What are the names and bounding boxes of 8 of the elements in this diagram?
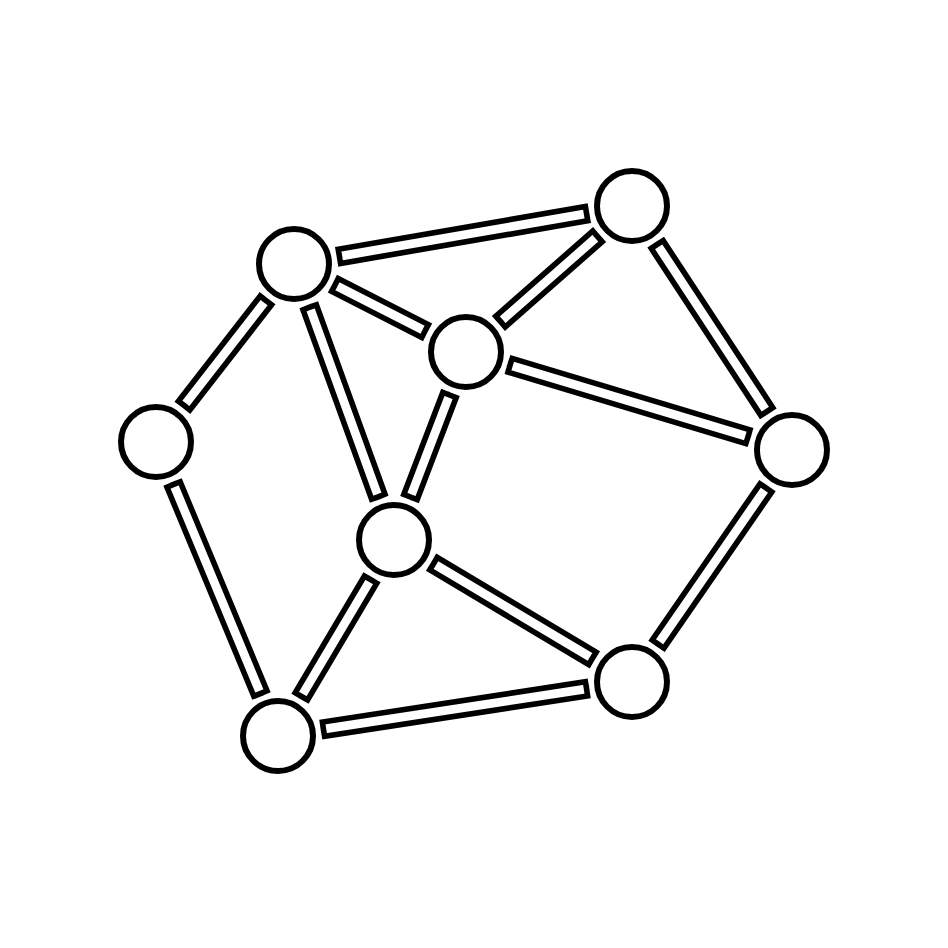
connector-bar (491, 227, 607, 331)
connector-bar (504, 354, 754, 448)
connector-bar (647, 236, 777, 420)
connector-bar (299, 301, 389, 503)
connector-bar (319, 678, 591, 740)
connector-bar (400, 388, 460, 504)
connector-bar (334, 203, 592, 267)
connector-bar (163, 478, 271, 700)
